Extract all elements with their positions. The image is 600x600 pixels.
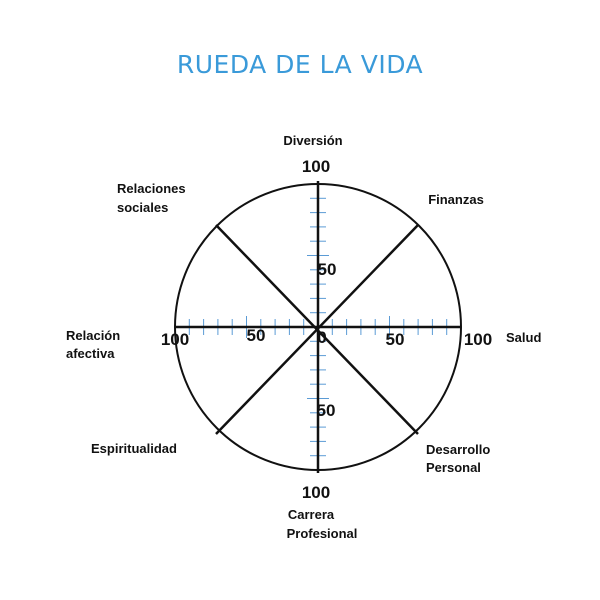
label-salud: Salud [506,330,541,345]
scale-left-max: 100 [161,330,189,349]
label-finanzas: Finanzas [428,192,484,207]
label-carrera-line1: Carrera [288,507,335,522]
scale-bottom-max: 100 [302,483,330,502]
scale-right-mid: 50 [386,330,405,349]
label-carrera-line2: Profesional [287,526,358,541]
page-title: RUEDA DE LA VIDA [176,50,424,79]
label-relaciones-sociales-line1: Relaciones [117,181,186,196]
scale-top-mid: 50 [318,260,337,279]
scale-right-max: 100 [464,330,492,349]
label-relacion-afectiva-line2: afectiva [66,346,115,361]
label-desarrollo-line1: Desarrollo [426,442,490,457]
label-relaciones-sociales-line2: sociales [117,200,168,215]
label-relacion-afectiva-line1: Relación [66,328,120,343]
spoke-diagonal-2 [215,224,419,435]
label-espiritualidad: Espiritualidad [91,441,177,456]
scale-center: 0 [317,328,326,347]
scale-left-mid: 50 [247,326,266,345]
scale-top-max: 100 [302,157,330,176]
label-diversion: Diversión [283,133,342,148]
scale-bottom-mid: 50 [317,401,336,420]
label-desarrollo-line2: Personal [426,460,481,475]
